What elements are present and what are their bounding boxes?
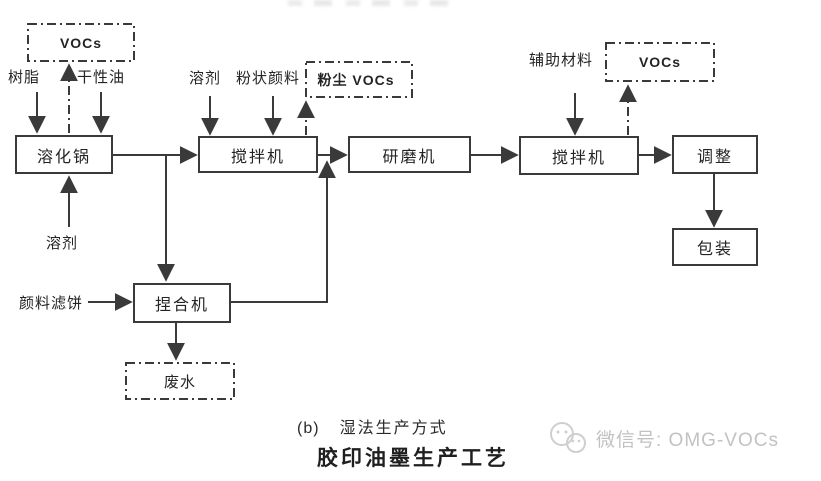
node-label: 调整 (696, 148, 733, 166)
figure-caption-text: 湿法生产方式 (339, 420, 448, 437)
edge-kneader-to-main-line (230, 160, 336, 303)
node-label: VOCs (59, 34, 103, 51)
node-label: 溶化锅 (36, 148, 91, 166)
input-label-solvent-bottom: 溶剂 (46, 235, 79, 252)
figure-caption-index: (b) (297, 420, 320, 437)
node-label: 捏合机 (154, 297, 209, 314)
watermark-text: 微信号: OMG-VOCs (596, 429, 779, 451)
input-label-drying-oil: 干性油 (77, 69, 126, 86)
node-label: 搅拌机 (230, 148, 285, 166)
cropped-text-remnant (288, 0, 460, 6)
vocs-left-box-border (27, 23, 135, 62)
input-label-powder-pigment: 粉状颜料 (236, 70, 301, 87)
node-label: 包装 (696, 241, 733, 258)
vocs-right-box-border (605, 42, 715, 82)
node-label: VOCs (638, 54, 682, 70)
node-vocs-right: VOCs (605, 42, 715, 82)
node-dust-vocs: 粉尘 VOCs (305, 61, 407, 98)
node-mixer-1: 搅拌机 (198, 136, 318, 173)
wastewater-box-border (125, 362, 235, 400)
node-adjust: 调整 (672, 135, 758, 174)
wechat-icon (550, 422, 586, 453)
input-label-resin: 树脂 (8, 69, 41, 86)
node-package: 包装 (672, 228, 758, 266)
node-label: 粉尘 VOCs (317, 71, 395, 88)
node-kneader: 捏合机 (133, 283, 231, 323)
watermark: 微信号: OMG-VOCs (548, 420, 779, 456)
input-label-solvent-top: 溶剂 (189, 70, 222, 87)
dust-vocs-box-border (305, 61, 413, 98)
figure-caption: (b) 湿法生产方式 (297, 414, 448, 438)
figure-title: 胶印油墨生产工艺 (317, 447, 509, 470)
node-label: 搅拌机 (551, 149, 606, 167)
node-grinder: 研磨机 (348, 136, 471, 173)
node-dissolving-pot: 溶化锅 (15, 135, 113, 174)
node-label: 废水 (163, 373, 196, 391)
input-label-aux-material: 辅助材料 (529, 52, 594, 69)
node-mixer-2: 搅拌机 (519, 136, 639, 175)
node-vocs-left: VOCs (27, 23, 135, 62)
node-wastewater: 废水 (125, 362, 235, 400)
input-label-pigment-filter-cake: 颜料滤饼 (19, 295, 84, 312)
node-label: 研磨机 (382, 148, 437, 166)
